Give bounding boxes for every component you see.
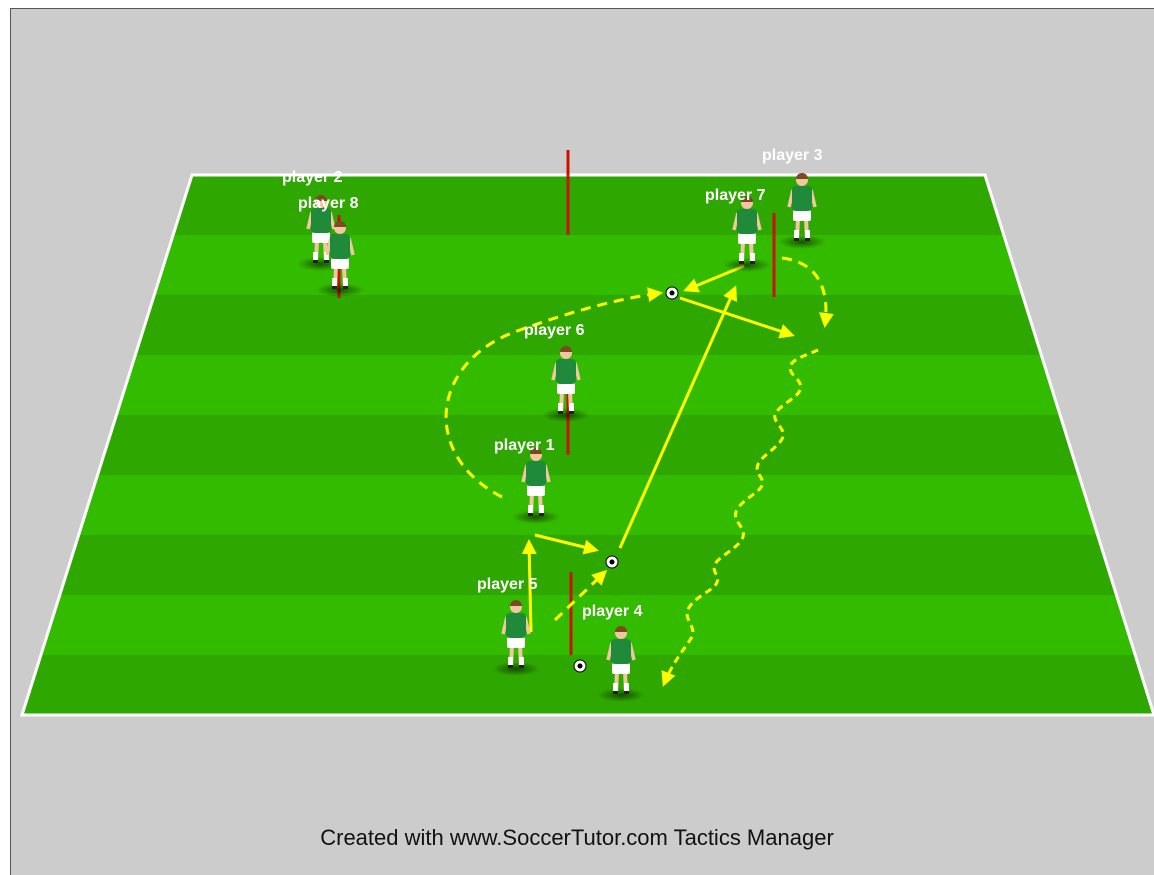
ball xyxy=(666,287,678,299)
player-label: player 3 xyxy=(762,147,823,164)
player-label: player 4 xyxy=(582,603,643,620)
ball xyxy=(606,556,618,568)
player-label: player 8 xyxy=(298,195,359,212)
player-label: player 6 xyxy=(524,322,585,339)
player-label: player 7 xyxy=(705,187,766,204)
pitch xyxy=(0,175,1154,715)
player-label: player 1 xyxy=(494,437,555,454)
tactics-diagram: player 1 player 2 player 3 player 4 play… xyxy=(0,0,1154,820)
player-label: player 5 xyxy=(477,576,538,593)
ball xyxy=(574,660,586,672)
player-label: player 2 xyxy=(282,169,343,186)
credit-footer: Created with www.SoccerTutor.com Tactics… xyxy=(0,825,1154,851)
